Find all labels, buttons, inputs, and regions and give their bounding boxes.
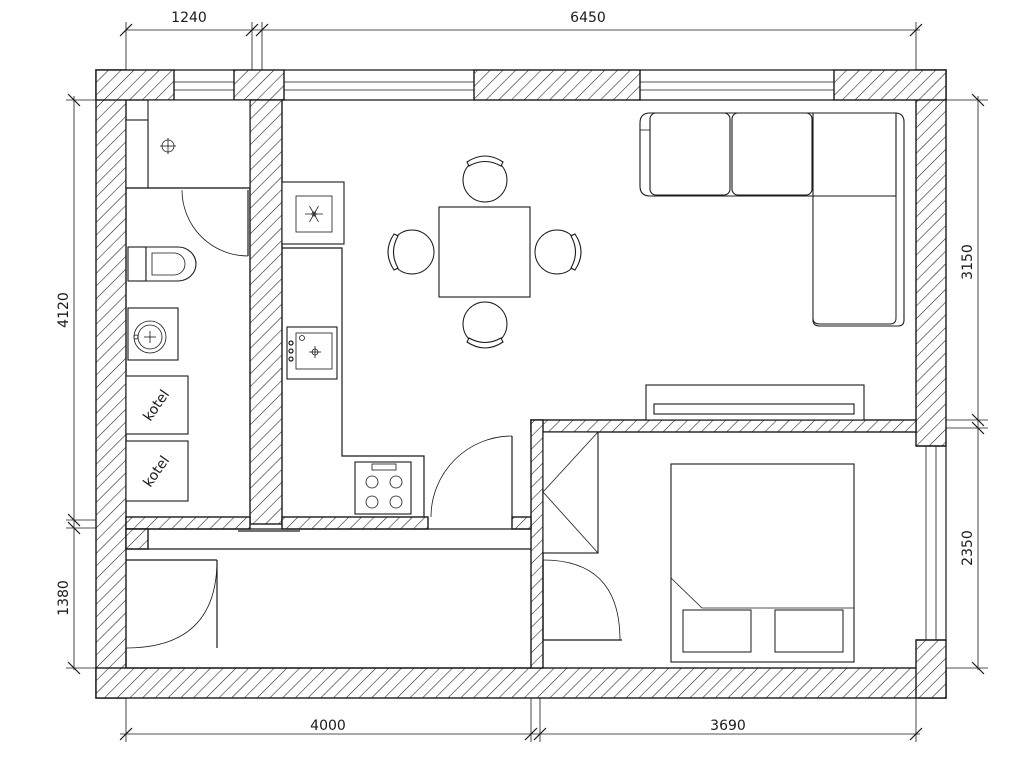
dim-right-upper: 3150 <box>960 244 976 280</box>
dimension-labels: 1240 6450 4000 3690 4120 1380 3150 2350 <box>56 10 976 734</box>
shower-tray <box>147 99 251 189</box>
wall-outer-right-upper <box>915 69 947 447</box>
washbasin-icon <box>127 307 179 361</box>
double-bed <box>670 463 855 663</box>
living-room <box>387 112 905 421</box>
wall-bedroom-top <box>530 419 917 433</box>
walls <box>95 69 947 699</box>
boiler-1: kotel <box>125 375 189 435</box>
wall-outer-right-lower <box>915 639 947 699</box>
wall-kitchen-bottom <box>281 516 429 530</box>
boiler-2: kotel <box>125 440 189 502</box>
wall-top-3 <box>473 69 641 101</box>
dim-top-left: 1240 <box>171 10 207 26</box>
corner-sofa <box>639 112 905 327</box>
kitchen <box>238 181 513 532</box>
wall-top-4 <box>833 69 947 101</box>
chair-bottom <box>462 301 508 349</box>
dim-top-right: 6450 <box>570 10 606 26</box>
bedroom <box>542 431 855 663</box>
wall-interior-vertical <box>249 99 283 525</box>
toilet-icon <box>127 246 197 282</box>
dim-left-upper: 4120 <box>56 292 72 328</box>
chair-right <box>534 229 582 275</box>
fridge-icon <box>281 181 345 245</box>
wall-top-2 <box>233 69 285 101</box>
chair-left <box>387 229 435 275</box>
wardrobe <box>542 431 599 554</box>
stove-icon <box>354 461 412 515</box>
dimension-lines <box>66 22 988 742</box>
hall <box>125 528 531 669</box>
sink-icon <box>286 326 338 380</box>
tv-unit <box>645 384 865 421</box>
dim-bottom-left: 4000 <box>310 718 346 734</box>
wall-bath-bottom <box>125 516 251 530</box>
dim-right-lower: 2350 <box>960 530 976 566</box>
dim-bottom-right: 3690 <box>710 718 746 734</box>
wall-bedroom-left <box>530 419 544 669</box>
wall-top-1 <box>95 69 175 101</box>
wall-pier-1 <box>511 516 532 530</box>
dim-left-lower: 1380 <box>56 580 72 616</box>
kitchen-counter <box>282 247 425 517</box>
dining-table <box>438 206 531 298</box>
wall-hall-pier <box>125 528 149 550</box>
wall-outer-bottom <box>95 667 947 699</box>
bathroom: kotel kotel <box>125 99 251 502</box>
chair-top <box>462 155 508 203</box>
ledge <box>125 119 149 189</box>
wall-outer-left <box>95 69 127 699</box>
